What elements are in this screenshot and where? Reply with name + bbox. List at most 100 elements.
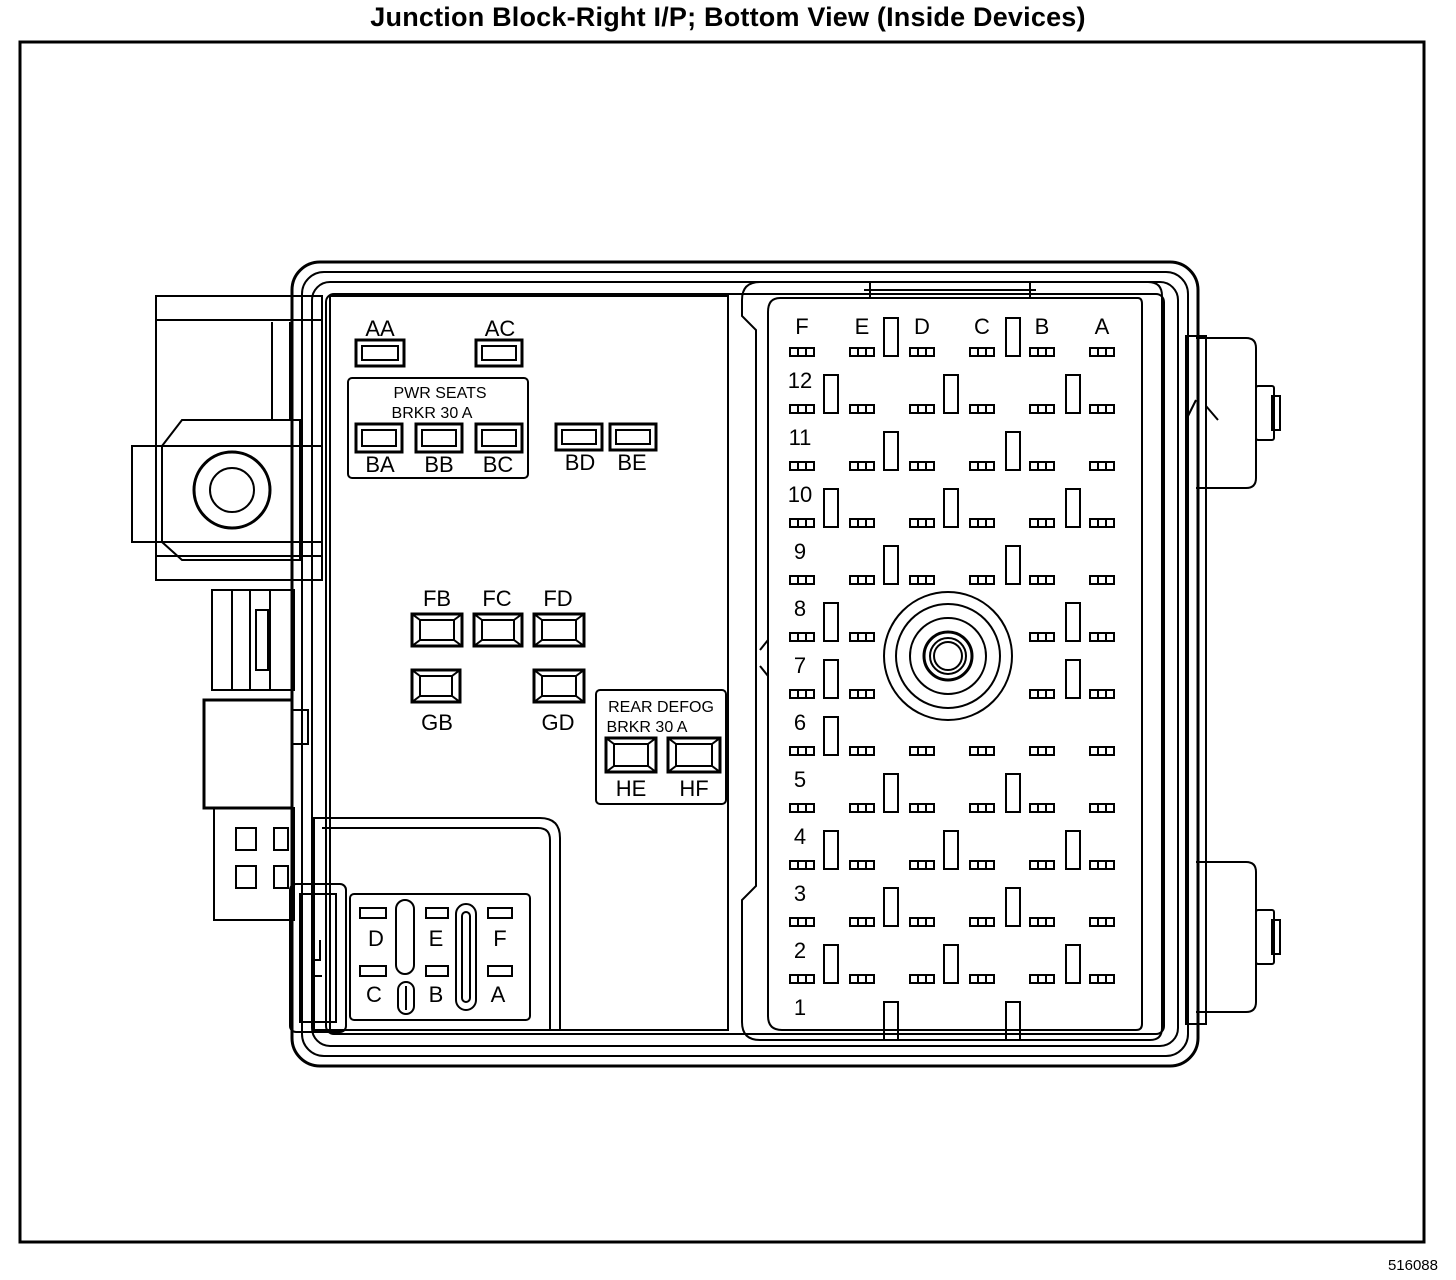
label-be: BE: [617, 450, 646, 475]
label-pwr-seats-brkr: BRKR 30 A: [392, 405, 473, 422]
column-label-b: B: [1035, 314, 1050, 339]
terminal-pad: [1029, 803, 1055, 813]
terminal-pad: [969, 347, 995, 357]
blade-slot: [883, 773, 899, 813]
terminal-pad: [1029, 746, 1055, 756]
terminal-pad: [789, 860, 815, 870]
fuse-gd: [532, 668, 586, 704]
terminal-pad: [969, 803, 995, 813]
mini-fuse-cavities: [410, 612, 727, 805]
terminal-pad: [969, 746, 995, 756]
blade-slot: [823, 659, 839, 699]
terminal-pad: [789, 632, 815, 642]
blade-slot: [1065, 374, 1081, 414]
label-gd: GD: [542, 710, 575, 735]
blade-slot: [823, 488, 839, 528]
terminal-pad: [909, 518, 935, 528]
blade-slot: [1065, 830, 1081, 870]
terminal-pad: [969, 974, 995, 984]
terminal-pad: [1089, 632, 1115, 642]
terminal-pad: [789, 347, 815, 357]
row-label-6: 6: [794, 710, 806, 735]
cavity-e: E: [429, 926, 444, 951]
terminal-pad: [1029, 917, 1055, 927]
small-connector-labels: D E F C B A: [366, 926, 507, 1007]
label-ba: BA: [365, 452, 395, 477]
blade-slot: [823, 944, 839, 984]
terminal-pad: [849, 803, 875, 813]
blade-slot: [1005, 887, 1021, 927]
cavity-d: D: [368, 926, 384, 951]
terminal-pad: [1029, 347, 1055, 357]
fuse-bb: [414, 422, 464, 454]
terminal-pad: [1089, 461, 1115, 471]
fuse-aa: [354, 338, 406, 368]
blade-slot: [883, 317, 899, 357]
terminal-pad: [1089, 575, 1115, 585]
row-label-12: 12: [788, 368, 812, 393]
terminal-pad: [1029, 575, 1055, 585]
terminal-pad: [1029, 974, 1055, 984]
figure-frame: [18, 40, 1426, 1244]
terminal-pad: [789, 803, 815, 813]
row-label-4: 4: [794, 824, 806, 849]
row-label-8: 8: [794, 596, 806, 621]
terminal-pad: [789, 917, 815, 927]
terminal-pad: [789, 575, 815, 585]
row-label-2: 2: [794, 938, 806, 963]
blade-slot: [823, 602, 839, 642]
blade-slot: [1005, 317, 1021, 357]
fuse-gb: [410, 668, 462, 704]
label-rear-defog-brkr: BRKR 30 A: [607, 719, 688, 736]
label-bb: BB: [424, 452, 453, 477]
label-pwr-seats: PWR SEATS: [393, 385, 486, 402]
terminal-pad: [789, 746, 815, 756]
terminal-pad: [969, 461, 995, 471]
column-label-d: D: [914, 314, 930, 339]
main-connector: [741, 281, 1163, 1041]
terminal-pad: [969, 575, 995, 585]
terminal-pad: [1089, 689, 1115, 699]
fuse-cavities: [347, 338, 658, 479]
blade-slot: [883, 1001, 899, 1041]
row-label-3: 3: [794, 881, 806, 906]
terminal-pad: [849, 974, 875, 984]
bolt-bracket: [131, 295, 323, 581]
terminal-pad: [909, 974, 935, 984]
center-bolt: [883, 591, 1013, 721]
terminal-pad: [909, 461, 935, 471]
row-label-9: 9: [794, 539, 806, 564]
blade-slot: [943, 374, 959, 414]
terminal-pad: [849, 689, 875, 699]
terminal-pad: [849, 404, 875, 414]
blade-slot: [883, 431, 899, 471]
row-label-5: 5: [794, 767, 806, 792]
blade-slot: [1005, 431, 1021, 471]
terminal-grid: [789, 317, 1115, 1041]
fuse-he: [604, 736, 658, 774]
terminal-pad: [849, 746, 875, 756]
blade-slot: [883, 887, 899, 927]
label-fb: FB: [423, 586, 451, 611]
fuse-fb: [410, 612, 464, 648]
terminal-pad: [909, 404, 935, 414]
terminal-pad: [1029, 632, 1055, 642]
figure-reference: 516088: [1387, 1257, 1438, 1274]
fuse-fd: [532, 612, 586, 648]
blade-slot: [1005, 545, 1021, 585]
fuse-bc: [474, 422, 524, 454]
small-connector: [289, 817, 561, 1033]
blade-slot: [1005, 773, 1021, 813]
fuse-be: [608, 422, 658, 452]
cavity-b: B: [429, 982, 444, 1007]
blade-slot: [1065, 602, 1081, 642]
terminal-pad: [789, 518, 815, 528]
terminal-pad: [1089, 803, 1115, 813]
terminal-pad: [1029, 689, 1055, 699]
column-label-c: C: [974, 314, 990, 339]
terminal-pad: [909, 917, 935, 927]
terminal-pad: [909, 347, 935, 357]
rear-defog-group: [595, 689, 727, 805]
